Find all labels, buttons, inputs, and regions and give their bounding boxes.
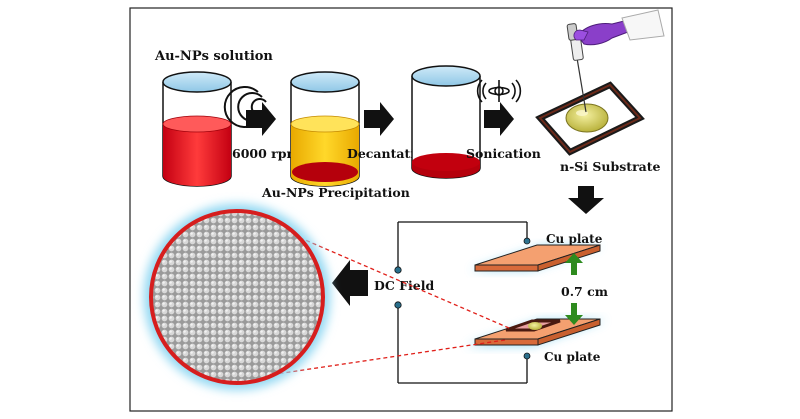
label-rpm: 6000 rpm (232, 146, 300, 161)
terminal-negative (394, 301, 402, 309)
n-si-substrate (535, 81, 645, 156)
label-precipitation: Au-NPs Precipitation (261, 185, 410, 200)
glove-icon (573, 9, 665, 46)
terminal-bottom-plate (523, 352, 531, 360)
label-gap: 0.7 cm (561, 284, 608, 299)
sem-image-circle (144, 204, 330, 390)
label-decantation: Decantation (347, 146, 432, 161)
arrow-to-sem (332, 260, 368, 306)
terminal-positive (394, 266, 402, 274)
label-solution: Au-NPs solution (154, 49, 273, 64)
arrow-step-4 (568, 186, 604, 214)
label-dc-field: DC Field (374, 278, 434, 293)
circuit-wires (397, 221, 528, 384)
cu-plate-bottom (466, 318, 606, 346)
arrow-step-2 (364, 102, 394, 136)
beaker-yellow-precipitation (290, 71, 360, 187)
label-cu-plate-bottom: Cu plate (544, 350, 601, 364)
label-substrate: n-Si Substrate (560, 159, 661, 174)
beaker-red-solution (162, 71, 232, 187)
label-sonication: Sonication (466, 146, 541, 161)
beaker-decanted (411, 65, 481, 179)
arrow-step-3 (484, 102, 514, 136)
terminal-top-plate (523, 237, 531, 245)
label-cu-plate-top: Cu plate (546, 232, 603, 246)
sonication-icon (476, 79, 522, 103)
cu-plate-top (470, 244, 602, 272)
gap-arrows (565, 253, 583, 325)
arrow-step-1 (246, 102, 276, 136)
